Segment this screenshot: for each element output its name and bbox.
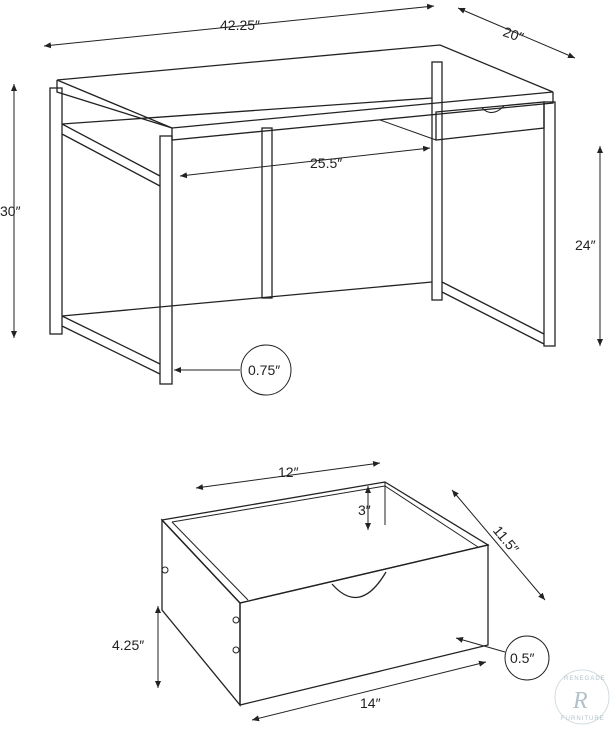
drawer-height-label: 4.25″ <box>112 637 144 653</box>
desk-depth-label: 20″ <box>501 23 526 45</box>
drawer-depth-label: 11.5″ <box>490 522 522 556</box>
drawer-drawing <box>160 481 490 707</box>
svg-text:R: R <box>572 688 588 714</box>
knee-height-label: 24″ <box>575 237 596 253</box>
frame-size-label: 0.75″ <box>248 362 280 378</box>
desk-width-label: 42.25″ <box>220 17 260 33</box>
renegade-furniture-watermark-logo: R RENEGADE FURNITURE <box>554 669 610 725</box>
drawer-width-label: 14″ <box>360 695 381 711</box>
drawer-inner-height-label: 3″ <box>358 502 371 518</box>
desk-height-label: 30″ <box>0 203 21 219</box>
svg-text:RENEGADE: RENEGADE <box>564 676 606 682</box>
drawer-inner-width-label: 12″ <box>278 464 299 480</box>
panel-thickness-label: 0.5″ <box>510 650 534 666</box>
desk-drawing <box>49 44 556 385</box>
knee-width-label: 25.5″ <box>310 155 342 171</box>
svg-text:FURNITURE: FURNITURE <box>561 716 605 722</box>
